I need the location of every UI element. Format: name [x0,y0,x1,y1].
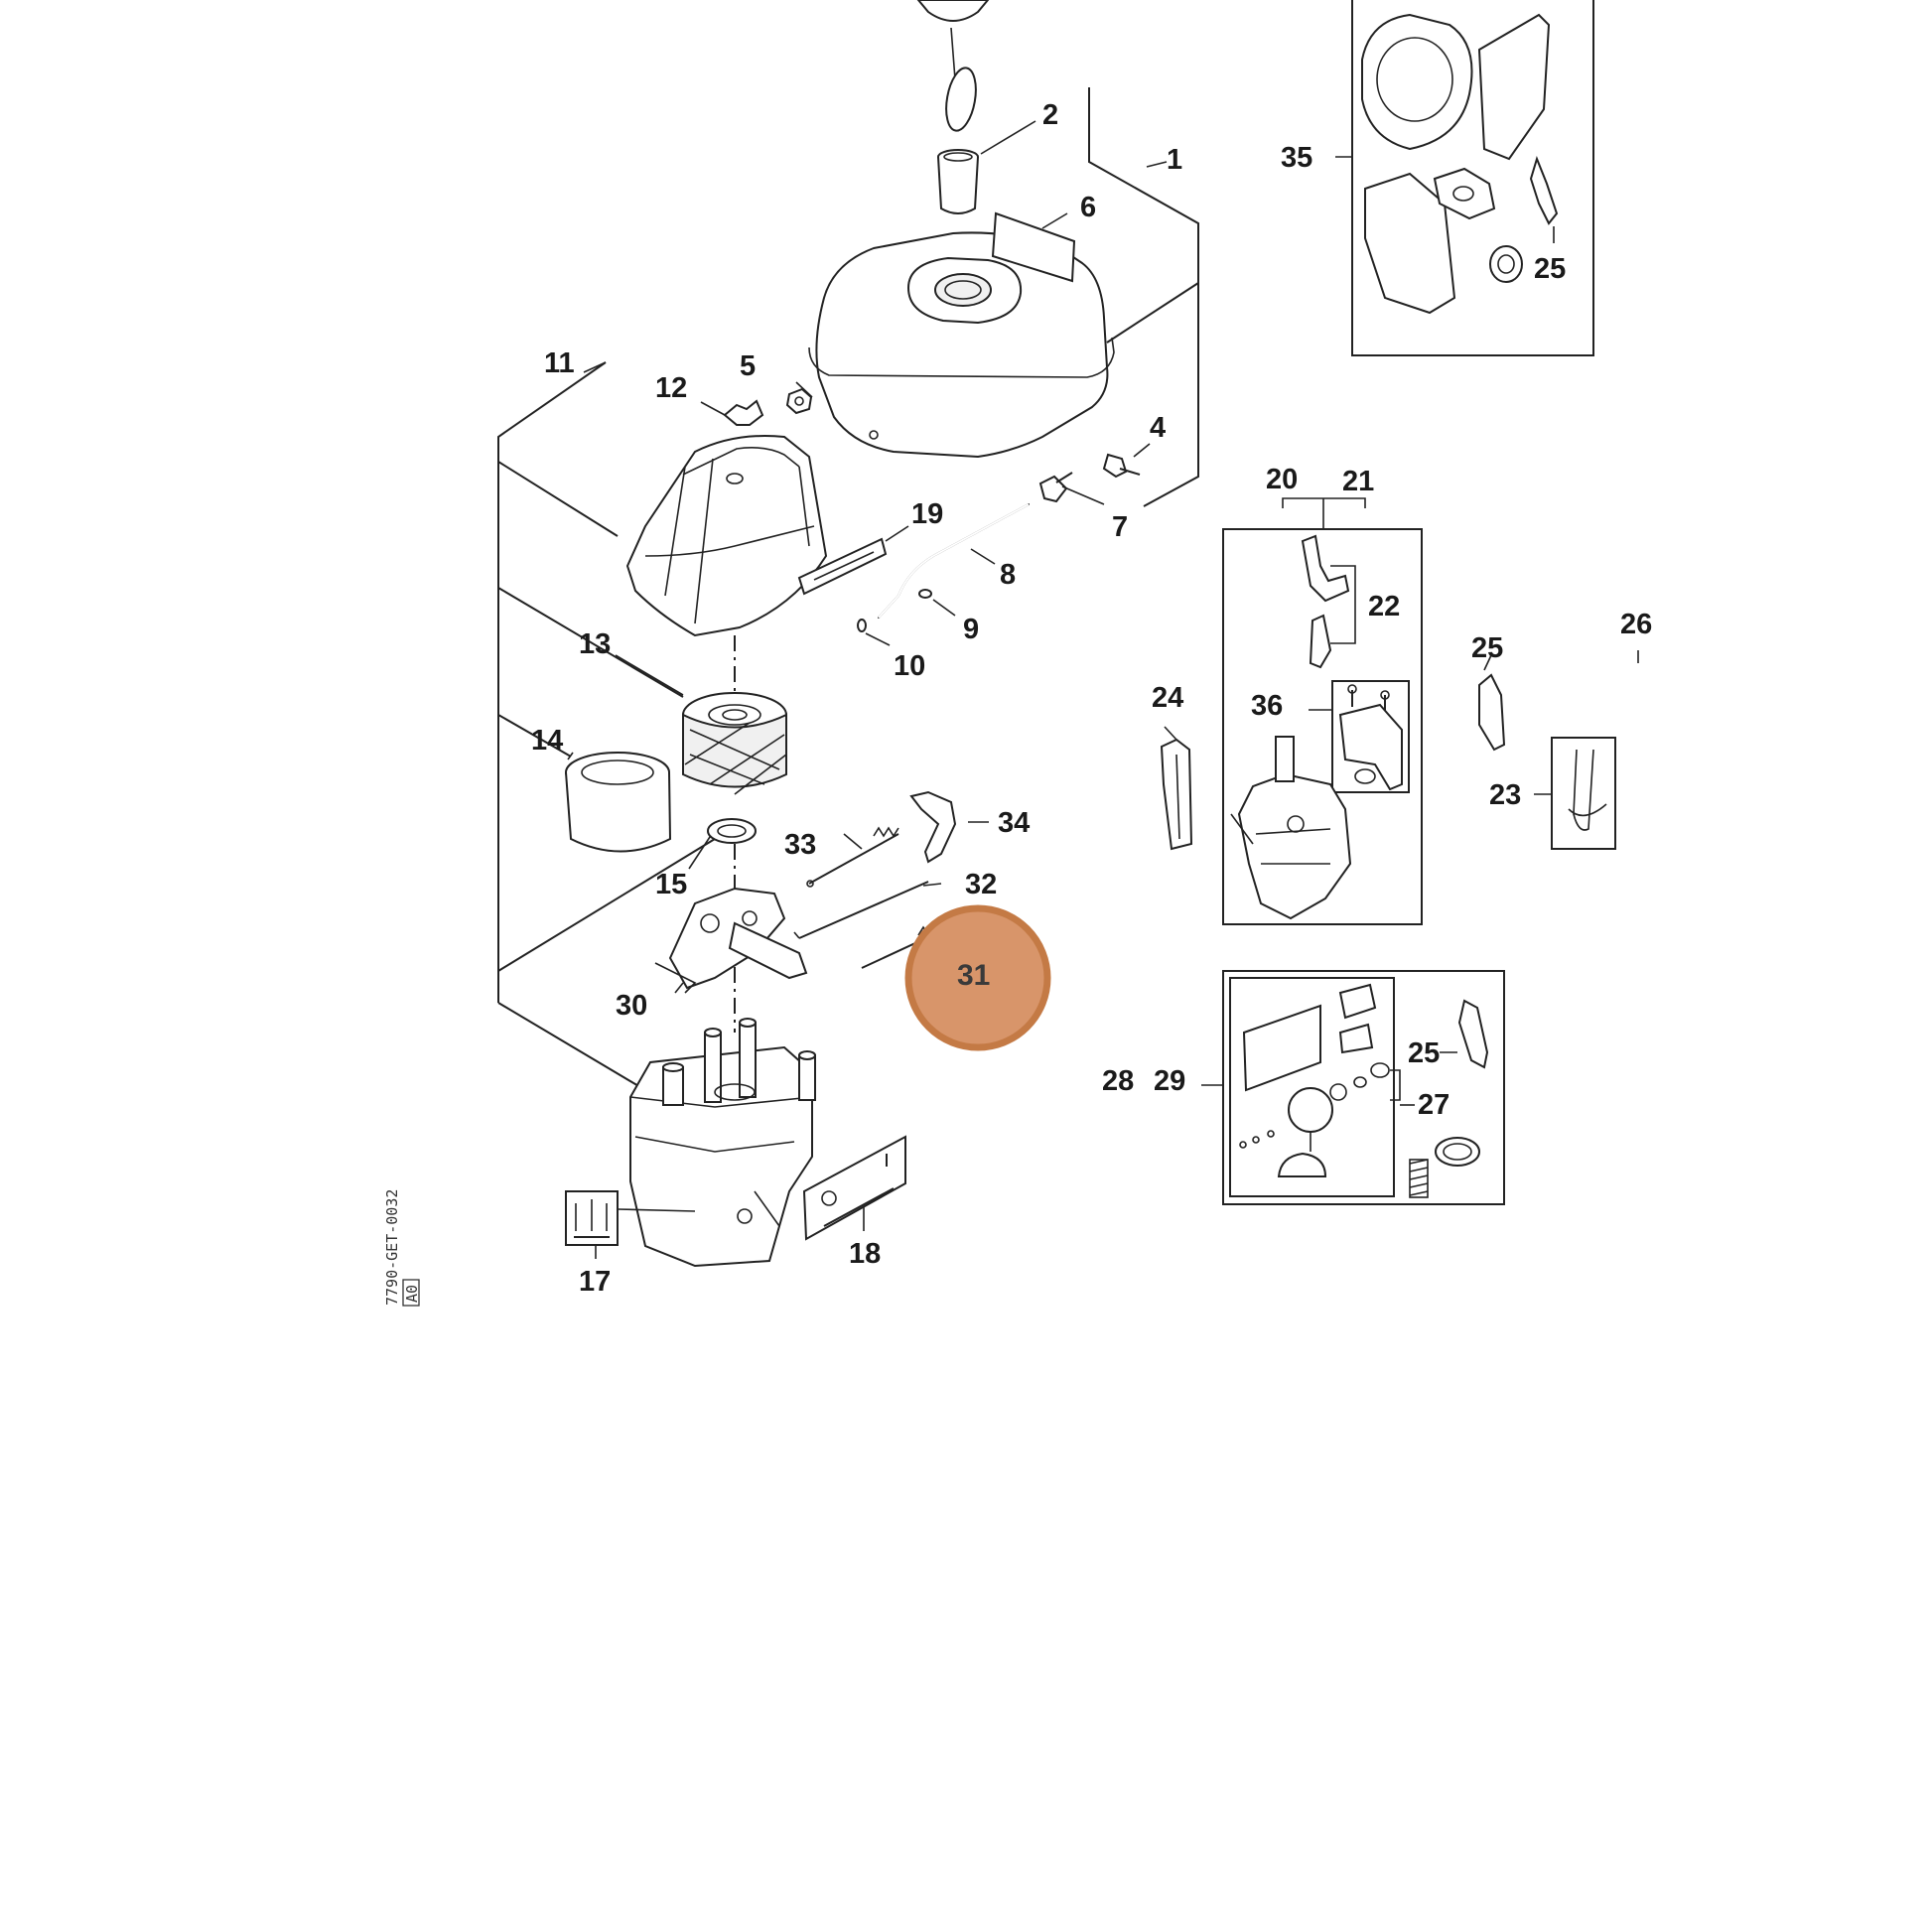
tube-clip-part[interactable] [918,589,932,599]
symbol-label-part[interactable] [565,1190,619,1246]
callout-33[interactable]: 33 [784,829,816,861]
callout-14[interactable]: 14 [531,725,563,757]
callout-25-carb-gasket[interactable]: 25 [1471,632,1503,664]
carburetor-bracket-part[interactable] [1338,684,1403,791]
highlight-marker [904,904,1051,1051]
carburetor-part[interactable] [1230,736,1352,920]
carb-kit-gasket-part[interactable] [1457,999,1489,1069]
callout-24[interactable]: 24 [1152,682,1183,714]
carb-gasket-part[interactable] [1478,673,1506,752]
drawing-code: 7790-GET-0032 A0 [383,1189,421,1307]
float-needle-part[interactable] [1301,534,1350,669]
speed-control-label-part[interactable] [802,1135,906,1241]
callout-32[interactable]: 32 [965,869,997,900]
air-cleaner-cover-part[interactable] [625,435,828,637]
carb-kit-oring-part[interactable] [1435,1137,1480,1167]
drawing-code-suffix: A0 [403,1285,421,1303]
callout-9[interactable]: 9 [963,614,979,645]
engine-assembly-frame [1088,87,1199,507]
fuel-tank-part[interactable] [808,231,1115,459]
fuel-cock-part[interactable] [1038,472,1073,503]
drawing-code-number: 7790-GET-0032 [383,1189,401,1306]
fuel-strainer-part[interactable] [937,149,979,214]
callout-35[interactable]: 35 [1281,142,1312,174]
air-cleaner-gasket-part[interactable] [707,818,757,844]
callout-12[interactable]: 12 [655,372,687,404]
wire-clip-part[interactable] [1568,749,1607,831]
callout-2[interactable]: 2 [1042,99,1058,131]
gasket-set-part[interactable] [1361,13,1559,315]
callout-30[interactable]: 30 [616,990,647,1022]
nut-part[interactable] [785,387,813,415]
callout-7[interactable]: 7 [1112,511,1128,543]
fuel-tube-part[interactable] [878,503,1030,619]
tube-clip-small-part[interactable] [857,619,867,632]
carb-kit-spring-part[interactable] [1409,1159,1429,1198]
callout-11[interactable]: 11 [544,347,575,379]
bolt-part[interactable] [1102,453,1141,479]
warning-label-part[interactable] [991,211,1076,283]
callout-26[interactable]: 26 [1620,609,1652,640]
carburetor-sub-box [1331,680,1410,793]
callout-5[interactable]: 5 [740,350,756,382]
air-filter-element-part[interactable] [682,692,787,795]
governor-rod-part[interactable] [793,881,929,939]
callout-28[interactable]: 28 [1102,1065,1134,1097]
carburetor-assembly-box [1222,497,1423,925]
callout-6[interactable]: 6 [1080,192,1096,223]
callout-25-gasket-kit[interactable]: 25 [1534,253,1566,285]
foam-filter-part[interactable] [565,752,672,853]
wing-nut-part[interactable] [723,399,764,426]
callout-10[interactable]: 10 [894,650,925,682]
callout-22[interactable]: 22 [1368,591,1400,622]
leader-lines [567,120,1639,1259]
throttle-lever-bracket-part[interactable] [909,790,957,864]
callout-19[interactable]: 19 [911,498,943,530]
callout-4[interactable]: 4 [1150,412,1166,444]
callout-36[interactable]: 36 [1251,690,1283,722]
drawing-code-badge [402,1279,420,1307]
throttle-control-part[interactable] [654,887,808,994]
callout-20[interactable]: 20 [1266,464,1298,495]
callout-18[interactable]: 18 [849,1238,881,1270]
carburetor-insulator-part[interactable] [629,1018,816,1268]
callout-34[interactable]: 34 [998,807,1030,839]
callout-17[interactable]: 17 [579,1266,611,1298]
callout-31[interactable]: 31 [957,959,990,992]
callout-13[interactable]: 13 [579,628,611,660]
clip-kit-box [1551,737,1616,850]
callout-8[interactable]: 8 [1000,559,1016,591]
callout-27[interactable]: 27 [1418,1089,1449,1121]
callout-21[interactable]: 21 [1342,466,1374,497]
callout-29[interactable]: 29 [1154,1065,1185,1097]
callout-25-repair-kit[interactable]: 25 [1408,1037,1440,1069]
callout-15[interactable]: 15 [655,869,687,900]
gasket-kit-box [1351,0,1594,356]
fuel-cap-part[interactable] [916,0,990,133]
throttle-spring-part[interactable] [806,826,899,888]
carb-stud-part[interactable] [1509,673,1675,702]
callout-23[interactable]: 23 [1489,779,1521,811]
choke-lever-part[interactable] [1160,738,1193,851]
air-cleaner-label-part[interactable] [797,537,888,596]
carb-repair-kit-parts[interactable] [1239,983,1390,1177]
air-cleaner-assembly-frame [497,361,716,1091]
carb-repair-kit-box [1222,970,1505,1205]
callout-1[interactable]: 1 [1167,144,1182,176]
callout-labels: 1 2 4 5 6 7 8 9 10 11 12 13 14 15 17 18 … [531,99,1652,1298]
